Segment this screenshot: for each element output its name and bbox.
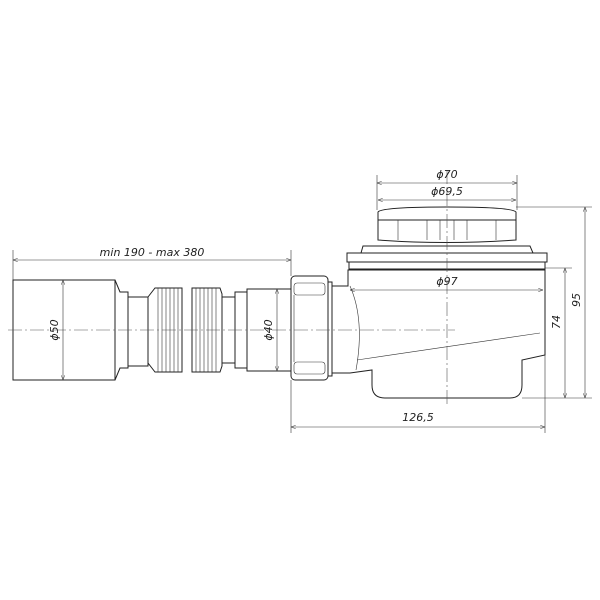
length-range-label: min 190 - max 380 xyxy=(100,246,205,259)
cap-inner-diameter-label: ϕ69,5 xyxy=(431,185,463,198)
body-height-label: 74 xyxy=(550,315,563,329)
outlet-diameter-label: ϕ50 xyxy=(48,319,61,340)
union-nut xyxy=(290,275,333,381)
dimension-lines xyxy=(12,175,592,433)
total-height-label: 95 xyxy=(570,293,583,307)
trap-body xyxy=(331,206,548,399)
overall-width-label: 126,5 xyxy=(402,411,434,424)
pipe-diameter-label: ϕ40 xyxy=(262,319,275,340)
body-diameter-label: ϕ97 xyxy=(436,275,457,288)
cap-outer-diameter-label: ϕ70 xyxy=(436,168,457,181)
